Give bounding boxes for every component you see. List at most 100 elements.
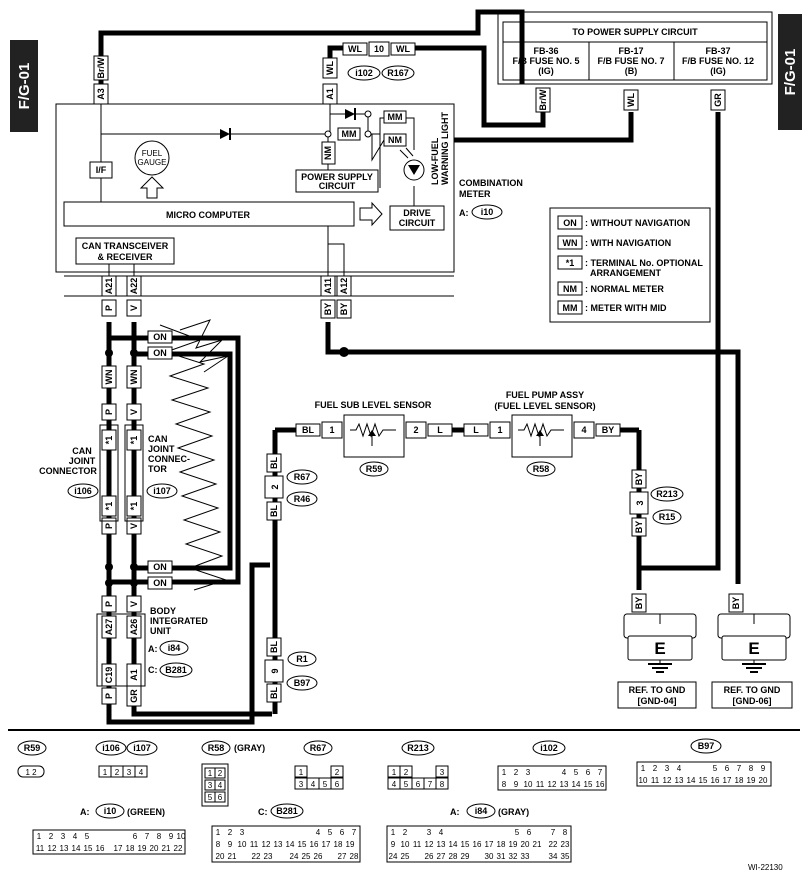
view-note: (GREEN) bbox=[127, 807, 165, 817]
fuse-type: (IG) bbox=[710, 66, 726, 76]
svg-text:12: 12 bbox=[425, 840, 434, 849]
svg-text:16: 16 bbox=[96, 844, 105, 853]
legend-code: WN bbox=[563, 238, 578, 248]
meter-title-line2: METER bbox=[459, 189, 491, 199]
sensor-pin: 1 bbox=[497, 425, 502, 435]
warning-light-line1: LOW-FUEL bbox=[430, 137, 440, 185]
svg-text:27: 27 bbox=[338, 852, 347, 861]
svg-text:2: 2 bbox=[49, 832, 54, 841]
conn-r59: R59 bbox=[366, 464, 383, 474]
terminal: A1 bbox=[129, 669, 139, 681]
svg-text:13: 13 bbox=[560, 780, 569, 789]
svg-text:33: 33 bbox=[521, 852, 530, 861]
legend-code: ON bbox=[563, 218, 577, 228]
meter-connector: i10 bbox=[481, 207, 494, 217]
wire-label: P bbox=[104, 409, 114, 415]
tag-nm: NM bbox=[388, 135, 402, 145]
on-tag: ON bbox=[153, 348, 167, 358]
svg-text:16: 16 bbox=[310, 840, 319, 849]
svg-text:10: 10 bbox=[639, 776, 648, 785]
svg-text:8: 8 bbox=[502, 780, 507, 789]
svg-text:13: 13 bbox=[675, 776, 684, 785]
svg-text:8: 8 bbox=[440, 780, 445, 789]
wire-label: BY bbox=[323, 303, 333, 316]
svg-text:2: 2 bbox=[514, 768, 519, 777]
terminal: A1 bbox=[325, 88, 335, 100]
svg-text:13: 13 bbox=[274, 840, 283, 849]
meter-conn-prefix: A: bbox=[459, 208, 469, 218]
view-label: R59 bbox=[24, 743, 41, 753]
meter-terminals: A3 A1 A21 A22 A11 A12 bbox=[93, 83, 352, 297]
svg-text:3: 3 bbox=[440, 768, 445, 777]
svg-text:6: 6 bbox=[133, 832, 138, 841]
svg-text:2: 2 bbox=[653, 764, 658, 773]
svg-text:12: 12 bbox=[48, 844, 57, 853]
bl-joints: 2 R67 R46 9 R1 B97 3 R213 R15 bbox=[264, 469, 684, 691]
wire-label: WL bbox=[348, 44, 362, 54]
svg-text:6: 6 bbox=[416, 780, 421, 789]
fuel-gauge-line2: GAUGE bbox=[138, 158, 167, 167]
svg-text:5: 5 bbox=[515, 828, 520, 837]
wire-label: GR bbox=[129, 689, 139, 703]
conn-r1: R1 bbox=[296, 654, 308, 664]
side-tab-right: F/G-01 bbox=[778, 14, 802, 130]
can-joint-connectors: CAN JOINT CONNECTOR i106 CAN JOINT CONNE… bbox=[39, 424, 190, 522]
view-label: R58 bbox=[208, 743, 225, 753]
svg-text:1: 1 bbox=[641, 764, 646, 773]
wire-label: BL bbox=[269, 457, 279, 469]
view-label: B281 bbox=[276, 806, 298, 816]
svg-text:6: 6 bbox=[725, 764, 730, 773]
conn-r46: R46 bbox=[294, 494, 311, 504]
view-prefix: C: bbox=[258, 807, 268, 817]
on-tag: ON bbox=[153, 578, 167, 588]
terminal: A21 bbox=[104, 278, 114, 295]
svg-text:8: 8 bbox=[749, 764, 754, 773]
svg-text:3: 3 bbox=[665, 764, 670, 773]
svg-text:18: 18 bbox=[497, 840, 506, 849]
svg-text:17: 17 bbox=[485, 840, 494, 849]
side-tab-left: F/G-01 bbox=[10, 40, 38, 132]
junction-dots bbox=[105, 347, 349, 587]
svg-text:1: 1 bbox=[299, 768, 304, 777]
svg-text:22: 22 bbox=[549, 840, 558, 849]
svg-text:10: 10 bbox=[177, 832, 186, 841]
svg-text:1: 1 bbox=[208, 769, 213, 778]
conn-i106: i106 bbox=[74, 486, 92, 496]
tag-mm: MM bbox=[342, 129, 357, 139]
svg-text:34: 34 bbox=[549, 852, 558, 861]
svg-text:10: 10 bbox=[401, 840, 410, 849]
svg-text:5: 5 bbox=[85, 832, 90, 841]
svg-text:1: 1 bbox=[103, 768, 108, 777]
on-tag: ON bbox=[153, 562, 167, 572]
svg-text:4: 4 bbox=[439, 828, 444, 837]
svg-text:35: 35 bbox=[561, 852, 570, 861]
wire-label: P bbox=[104, 601, 114, 607]
svg-text:6: 6 bbox=[335, 780, 340, 789]
conn-i84: i84 bbox=[168, 643, 181, 653]
svg-text:14: 14 bbox=[286, 840, 295, 849]
svg-text:5: 5 bbox=[208, 793, 213, 802]
joint-pin: 2 bbox=[270, 484, 280, 489]
svg-text:12: 12 bbox=[262, 840, 271, 849]
view-note: (GRAY) bbox=[234, 743, 265, 753]
fuse-type: (IG) bbox=[538, 66, 554, 76]
wire-label: V bbox=[129, 523, 139, 529]
view-label: i10 bbox=[104, 806, 117, 816]
svg-text:13: 13 bbox=[437, 840, 446, 849]
svg-text:11: 11 bbox=[250, 840, 259, 849]
legend-text: : METER WITH MID bbox=[585, 303, 667, 313]
svg-text:18: 18 bbox=[735, 776, 744, 785]
legend-text: : WITH NAVIGATION bbox=[585, 238, 671, 248]
svg-text:3: 3 bbox=[299, 780, 304, 789]
wire-label: *1 bbox=[129, 436, 139, 445]
legend-text: : TERMINAL No. OPTIONAL bbox=[585, 258, 703, 268]
sensor-pin: 1 bbox=[329, 425, 334, 435]
ground-label: E bbox=[748, 639, 759, 658]
svg-text:4: 4 bbox=[562, 768, 567, 777]
wire-label: BY bbox=[634, 473, 644, 486]
sensor-pin: 2 bbox=[413, 425, 418, 435]
wire-label: BY bbox=[602, 425, 615, 435]
pump-title-line2: (FUEL LEVEL SENSOR) bbox=[494, 401, 595, 411]
wire-label: BL bbox=[269, 641, 279, 653]
